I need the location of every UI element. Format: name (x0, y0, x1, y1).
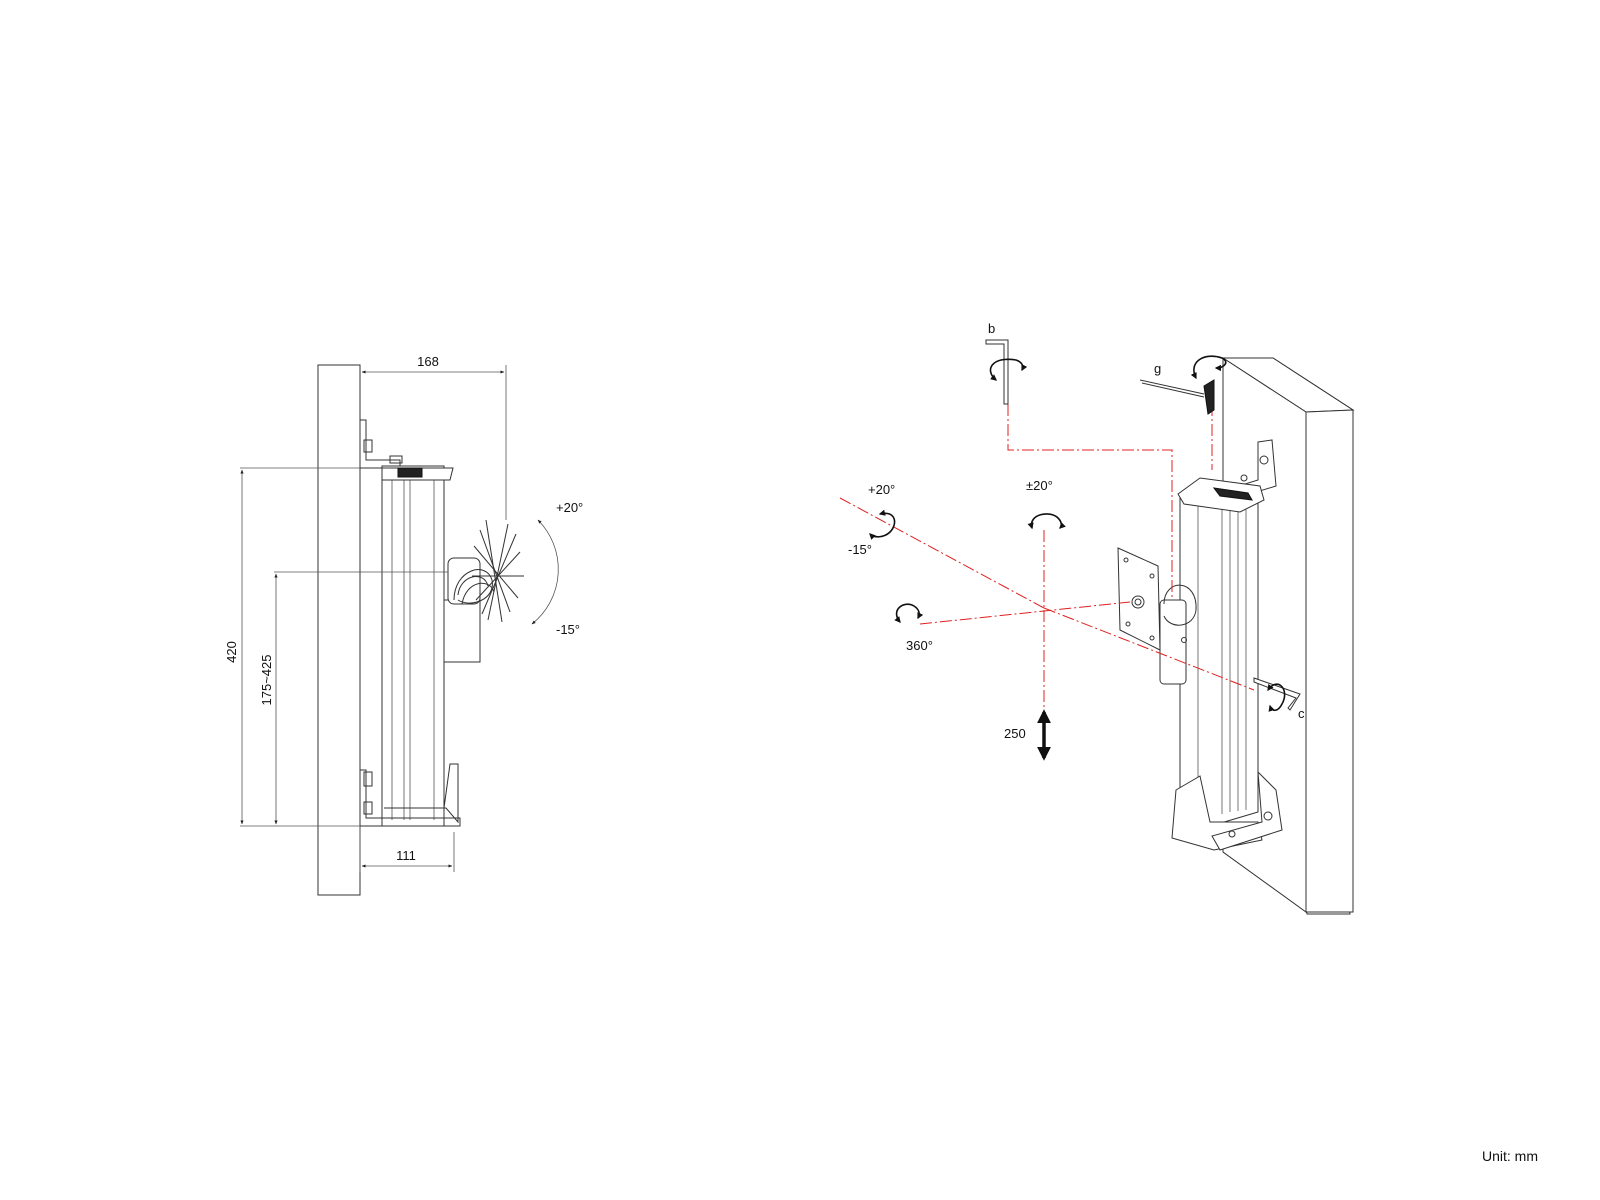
tool-c-rotation-arrow (1267, 683, 1286, 712)
iso-tilt-down-label: -15° (848, 542, 872, 557)
dimension-label-mount-range: 175~425 (259, 655, 274, 706)
tool-g-label: g (1154, 361, 1161, 376)
speaker-bottom-foot (384, 763, 459, 824)
tilt-arc (531, 519, 559, 625)
tool-c-label: c (1298, 706, 1305, 721)
speaker-column (381, 465, 445, 827)
hex-key-c (1253, 677, 1301, 711)
iso-view: b g c +20° -15° ±20° 360° 250 (839, 321, 1355, 915)
hex-key-b (985, 339, 1009, 405)
bracket-nut-bottom (363, 801, 373, 815)
bracket-bolt-bottom (363, 771, 373, 787)
iso-swivel-arrow (1027, 513, 1066, 530)
tool-g-rotation-arrow (1190, 355, 1227, 380)
iso-swivel-label: ±20° (1026, 478, 1053, 493)
dimension-label-420: 420 (224, 641, 239, 663)
tilt-plate-positions (472, 519, 524, 623)
side-tilt-up-label: +20° (556, 500, 583, 515)
iso-extension-label: 250 (1004, 726, 1026, 741)
top-cap-grille (397, 467, 423, 478)
dimension-label-111: 111 (396, 848, 416, 863)
bracket-nut-top (389, 455, 403, 464)
iso-tilt-arrow (869, 509, 896, 540)
bottom-wall-bracket (360, 769, 461, 827)
bracket-bolt-top (363, 439, 373, 453)
iso-rotation-arrow (894, 603, 924, 623)
axis-lines (839, 404, 1255, 712)
swivel-arm (443, 599, 481, 663)
iso-rotation-label: 360° (906, 638, 933, 653)
tool-b-rotation-arrow (989, 358, 1028, 381)
top-wall-bracket (360, 419, 401, 469)
iso-bottom-wall-bracket (1211, 770, 1283, 851)
tool-b-label: b (988, 321, 995, 336)
swivel-arm-head (447, 557, 481, 605)
t-wrench-g (1139, 379, 1205, 395)
side-tilt-down-label: -15° (556, 622, 580, 637)
wall-section (317, 364, 361, 896)
unit-label: Unit: mm (1482, 1148, 1538, 1164)
dimension-label-168: 168 (417, 354, 439, 369)
iso-tilt-up-label: +20° (868, 482, 895, 497)
side-view: 168 111 420 175~425 +20° -15° (224, 354, 583, 896)
